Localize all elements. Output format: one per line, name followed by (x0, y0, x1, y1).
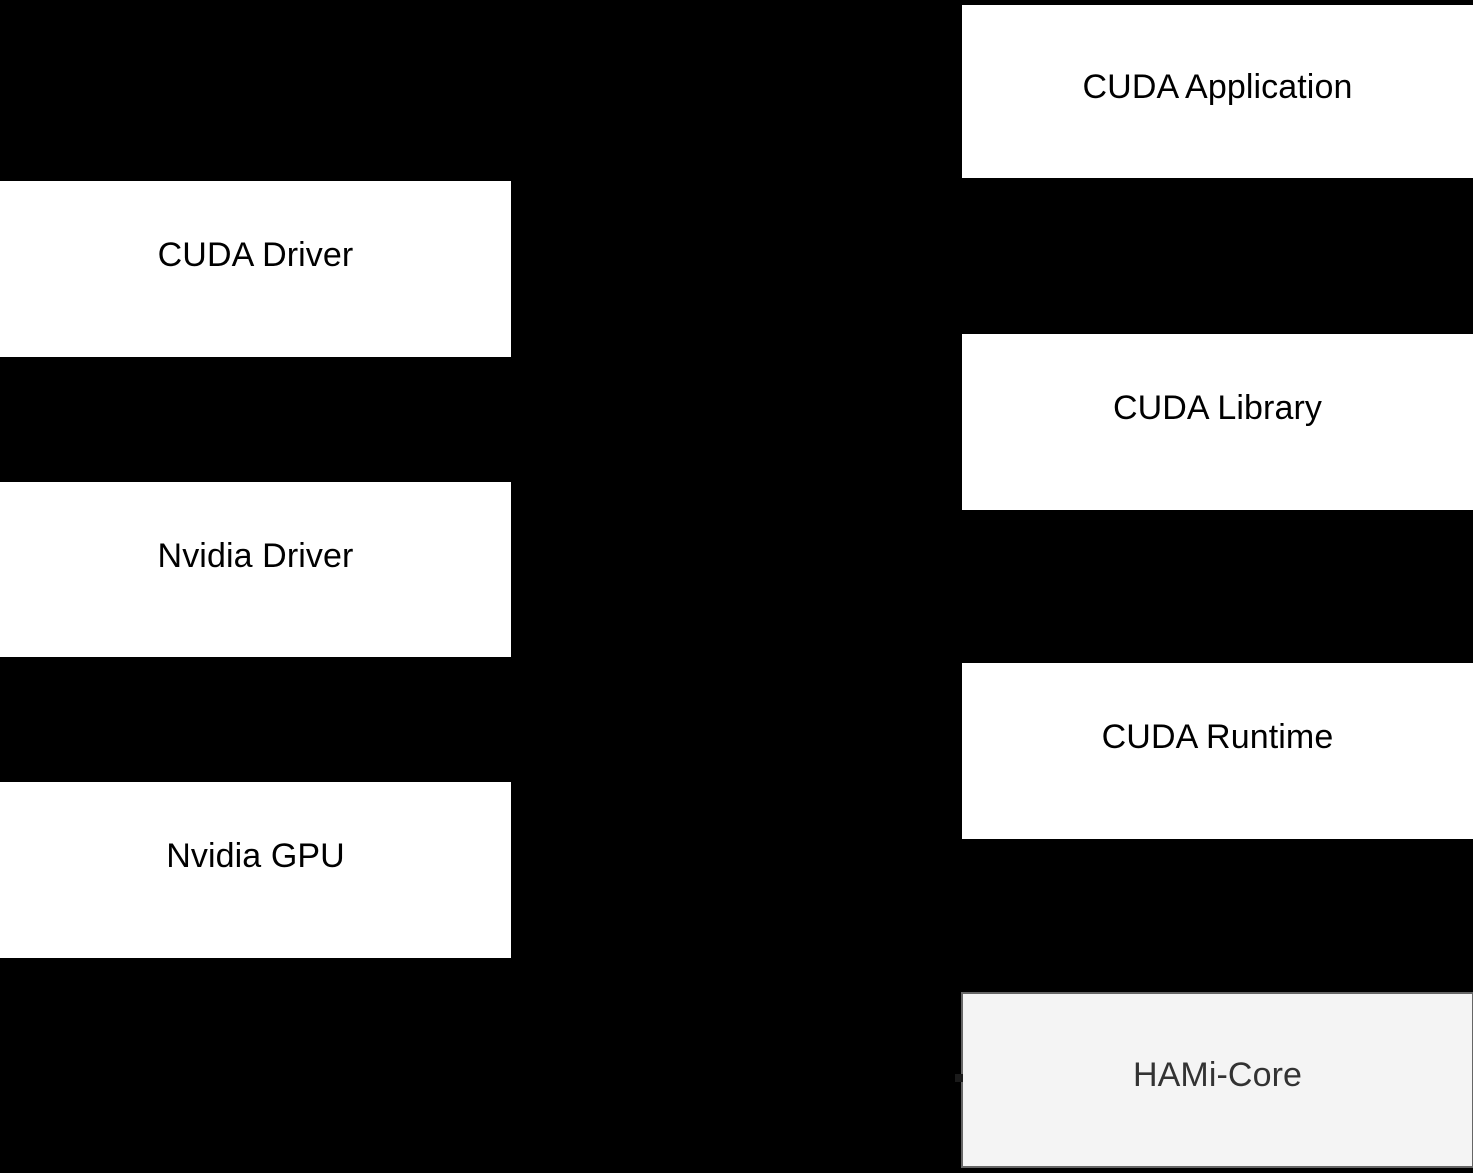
diagram-node-nvidia-driver-label: Nvidia Driver (157, 536, 354, 575)
diagram-node-hami-core-label: HAMi-Core (1132, 1056, 1303, 1095)
diagram-node-nvidia-gpu-label: Nvidia GPU (166, 837, 345, 876)
diagram-node-cuda-application[interactable]: CUDA Application (961, 4, 1473, 179)
diagram-node-cuda-application-label: CUDA Application (1082, 67, 1353, 106)
diagram-node-cuda-library[interactable]: CUDA Library (961, 333, 1473, 511)
diagram-node-cuda-driver-label: CUDA Driver (157, 236, 354, 275)
diagram-node-nvidia-driver[interactable]: Nvidia Driver (0, 481, 512, 658)
diagram-node-hami-core[interactable]: HAMi-Core (961, 992, 1473, 1168)
connector-arrow-into-hami-core (955, 1074, 963, 1082)
diagram-node-cuda-driver[interactable]: CUDA Driver (0, 180, 512, 358)
diagram-node-nvidia-gpu[interactable]: Nvidia GPU (0, 781, 512, 959)
diagram-node-cuda-runtime[interactable]: CUDA Runtime (961, 662, 1473, 840)
diagram-node-cuda-library-label: CUDA Library (1112, 389, 1323, 428)
diagram-node-cuda-runtime-label: CUDA Runtime (1101, 718, 1334, 757)
